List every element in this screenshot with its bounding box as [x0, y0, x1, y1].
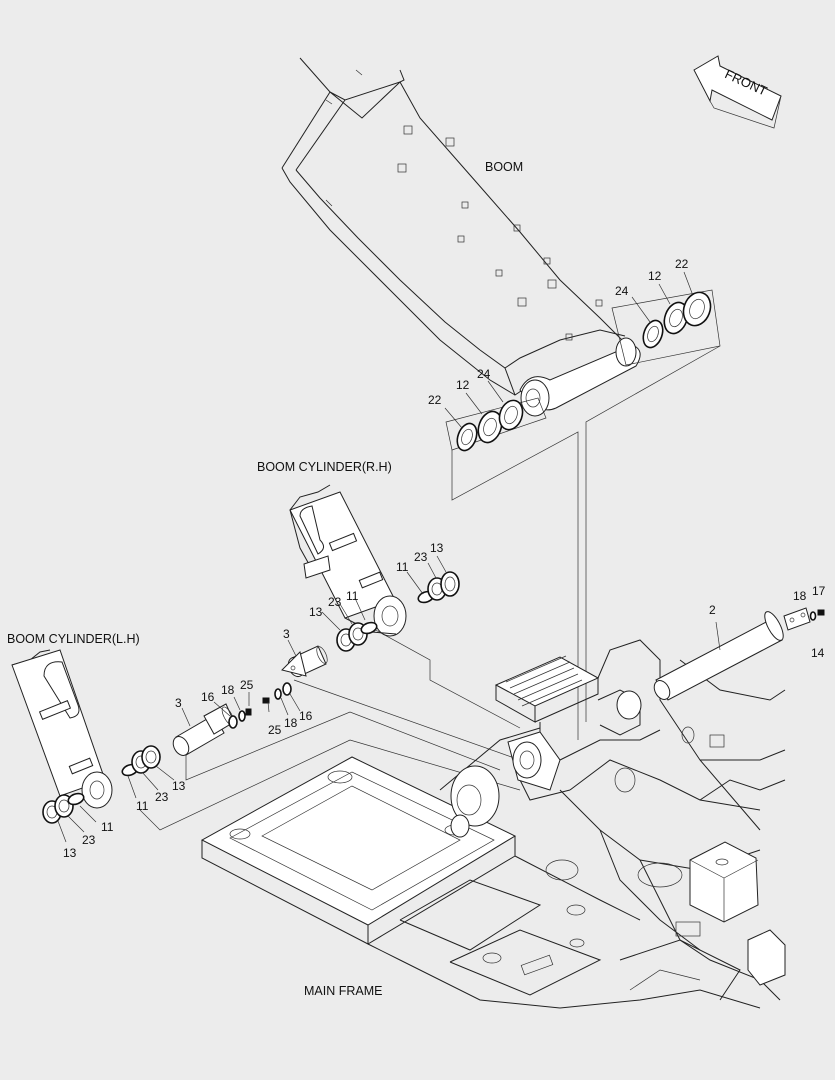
callout-13-rh-b: 13: [309, 605, 323, 619]
pin-2-part: [653, 607, 825, 701]
lh-upper-washers: [121, 745, 175, 799]
callout-25-lower: 25: [240, 678, 254, 692]
callout-18-upper: 18: [284, 716, 298, 730]
main-frame-label: MAIN FRAME: [304, 984, 382, 998]
swing-bracket-part: [494, 639, 786, 1001]
callout-18-lower: 18: [221, 683, 235, 697]
rh-upper-washers: [406, 555, 460, 604]
callout-3-lower: 3: [175, 696, 182, 710]
callout-22-tr: 22: [675, 257, 689, 271]
callout-13-rh-a: 13: [430, 541, 444, 555]
callout-16-upper: 16: [299, 709, 313, 723]
callout-12-tr: 12: [648, 269, 662, 283]
callout-11-rh-b: 11: [346, 589, 359, 603]
boom-cylinder-lh-part: [11, 649, 113, 809]
boom-cylinder-rh-part: [289, 484, 407, 637]
callout-13-lh-b: 13: [63, 846, 77, 860]
rh-lower-washers: [321, 597, 378, 652]
callout-22-tl: 22: [428, 393, 442, 407]
callout-11-rh-a: 11: [396, 560, 409, 574]
callout-23-lh-a: 23: [155, 790, 169, 804]
callout-16-lower: 16: [201, 690, 215, 704]
callout-11-lh-a: 11: [136, 799, 149, 813]
callout-14: 14: [811, 646, 825, 660]
lh-lower-washers: [42, 792, 97, 843]
pin-3-lower-part: [172, 703, 235, 756]
pin-3-upper-part: [281, 639, 328, 678]
callout-2: 2: [709, 603, 716, 617]
bolt-set-upper: [262, 682, 301, 716]
callout-23-rh-a: 23: [414, 550, 428, 564]
callout-17: 17: [812, 584, 826, 598]
callout-18-r: 18: [793, 589, 807, 603]
callout-23-lh-b: 23: [82, 833, 96, 847]
boom-left-washers: [444, 380, 547, 452]
boom-right-washers: [611, 271, 721, 366]
callout-3-upper: 3: [283, 627, 290, 641]
assembly-lines: [139, 345, 721, 831]
callout-11-lh-b: 11: [101, 820, 114, 834]
bolt-set-lower: [213, 692, 252, 729]
boom-cylinder-lh-label: BOOM CYLINDER(L.H): [7, 632, 140, 646]
callout-24-tr: 24: [615, 284, 629, 298]
boom-label: BOOM: [485, 160, 523, 174]
main-frame-part: [200, 727, 761, 1009]
boom-cylinder-rh-label: BOOM CYLINDER(R.H): [257, 460, 392, 474]
callout-25-upper: 25: [268, 723, 282, 737]
boom-part: [281, 57, 641, 417]
callout-13-lh-a: 13: [172, 779, 186, 793]
callout-12-tl: 12: [456, 378, 470, 392]
front-arrow: FRONT: [693, 55, 782, 129]
callout-24-tl: 24: [477, 367, 491, 381]
callout-23-rh-b: 23: [328, 595, 342, 609]
